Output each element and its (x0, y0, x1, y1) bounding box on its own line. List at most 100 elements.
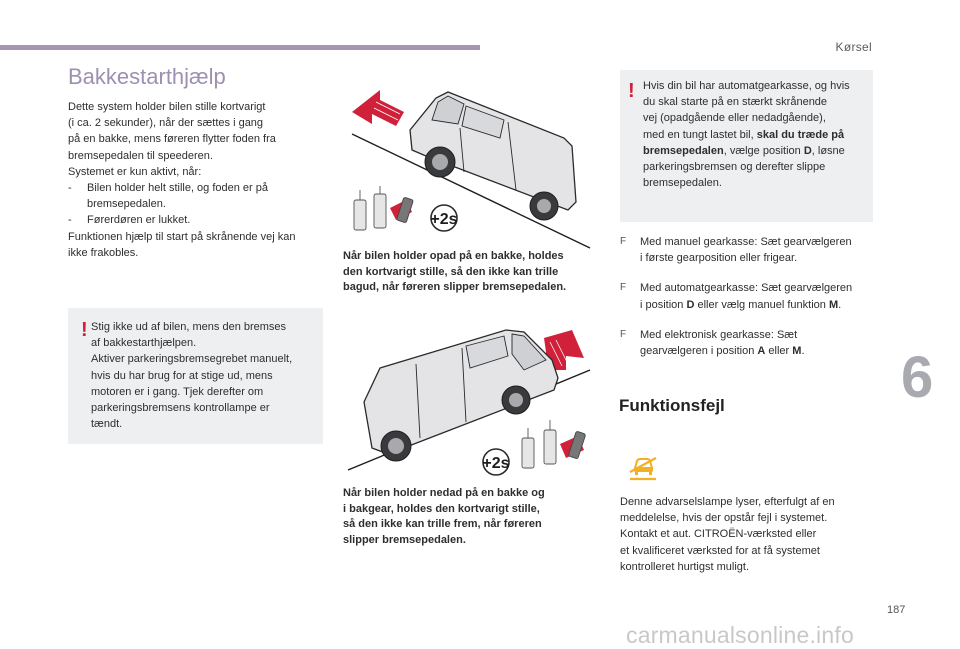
timer-label: +2s (482, 455, 509, 472)
warning-line: parkeringsbremsen og derefter slippe (643, 161, 826, 174)
item-line: gearvælgeren i position A eller M. (640, 343, 880, 359)
warning-segment: , løsne (811, 144, 845, 157)
condition-line: Førerdøren er lukket. (87, 214, 191, 227)
item-segment: . (838, 298, 842, 311)
item-emphasis: M (792, 345, 802, 358)
item-segment: eller (765, 345, 793, 358)
warning-line: motoren er i gang. Tjek derefter om (91, 385, 264, 398)
chapter-number: 6 (901, 345, 934, 410)
item-line: i position D eller vælg manuel funktion … (640, 297, 880, 313)
warning-line: parkeringsbremsens kontrollampe er (91, 402, 270, 415)
malfunction-line: kontrolleret hurtigst muligt. (620, 560, 749, 573)
warning-text: Hvis din bil har automatgearkasse, og hv… (643, 78, 873, 191)
gearbox-item-manual: F Med manuel gearkasse: Sæt gearvælgeren… (620, 234, 880, 266)
warning-line: du skal starte på en stærkt skrånende (643, 96, 828, 109)
bullet-marker: F (620, 236, 627, 247)
item-segment: eller vælg manuel funktion (694, 298, 829, 311)
warning-line: Hvis din bil har automatgearkasse, og hv… (643, 80, 850, 92)
uphill-caption: Når bilen holder opad på en bakke, holde… (343, 249, 603, 296)
hill-start-warning-icon (629, 457, 657, 481)
condition-item: - Førerdøren er lukket. (68, 212, 324, 228)
gearbox-item-automatic: F Med automatgearkasse: Sæt gearvælgeren… (620, 280, 880, 312)
bullet-marker: F (620, 282, 627, 294)
warning-line: bremsepedalen. (643, 177, 722, 190)
item-segment: . (801, 345, 805, 358)
uphill-van-illustration: +2s (351, 90, 591, 249)
van-icon (363, 329, 559, 462)
exclamation-icon: ! (628, 80, 635, 102)
warning-line: med en tungt lastet bil, skal du træde p… (643, 127, 873, 143)
malfunction-text: Denne advarselslampe lyser, efterfulgt a… (620, 494, 880, 575)
intro-text: Dette system holder bilen stille kortvar… (68, 99, 324, 261)
intro-line: på en bakke, mens føreren flytter foden … (68, 133, 276, 146)
malfunction-line: et kvalificeret værksted for at få syste… (620, 544, 820, 557)
condition-item: - Bilen holder helt stille, og foden er … (68, 180, 324, 212)
bullet-marker: F (620, 328, 627, 340)
condition-line: bremsepedalen. (87, 198, 166, 211)
malfunction-heading: Funktionsfejl (619, 396, 725, 415)
malfunction-line: meddelelse, hvis der opstår fejl i syste… (620, 512, 828, 525)
timer-icon: +2s (430, 204, 458, 232)
warning-line: vej (opadgående eller nedadgående), (643, 112, 826, 125)
gearbox-item-electronic: F Med elektronisk gearkasse: Sæt gearvæl… (620, 327, 880, 359)
caption-line: Når bilen holder nedad på en bakke og (343, 487, 545, 499)
watermark: carmanualsonline.info (626, 622, 854, 648)
item-line: Med automatgearkasse: Sæt gearvælgeren (640, 282, 853, 295)
warning-emphasis: skal du træde på (756, 128, 845, 141)
backward-arrow-icon (352, 90, 404, 126)
intro-outro-line: Funktionen hjælp til start på skrånende … (68, 230, 296, 243)
timer-icon: +2s (482, 448, 510, 476)
van-icon (409, 91, 577, 221)
intro-line: (i ca. 2 sekunder), når der sættes i gan… (68, 117, 264, 130)
downhill-van-illustration: +2s (347, 329, 591, 476)
condition-line: Bilen holder helt stille, og foden er på (87, 182, 269, 195)
gearbox-instructions: F Med manuel gearkasse: Sæt gearvælgeren… (620, 234, 880, 359)
item-emphasis: A (757, 345, 766, 358)
warning-segment: , vælge position (723, 144, 804, 157)
dash-marker: - (68, 182, 72, 195)
warning-emphasis: D (803, 144, 812, 157)
caption-line: i bakgear, holdes den kortvarigt stille, (343, 502, 540, 515)
header-accent-bar (0, 45, 480, 50)
caption-line: slipper bremsepedalen. (343, 533, 466, 546)
pedals-icon (353, 186, 414, 231)
warning-segment: med en tungt lastet bil, (643, 128, 757, 141)
caption-line: så den ikke kan trille frem, når føreren (343, 518, 542, 530)
warning-line: bremsepedalen, vælge position D, løsne (643, 143, 873, 159)
forward-arrow-icon (544, 330, 584, 370)
item-segment: gearvælgeren i position (640, 345, 758, 358)
caption-line: Når bilen holder opad på en bakke, holde… (343, 250, 564, 262)
warning-line: hvis du har brug for at stige ud, mens (91, 369, 273, 382)
downhill-caption: Når bilen holder nedad på en bakke og i … (343, 486, 603, 548)
section-label: Kørsel (835, 40, 872, 54)
malfunction-line: Kontakt et aut. CITROËN-værksted eller (620, 528, 817, 541)
pedals-icon (521, 420, 586, 469)
warning-note-right: ! Hvis din bil har automatgearkasse, og … (620, 70, 873, 222)
page-title: Bakkestarthjælp (68, 64, 226, 89)
warning-line: Aktiver parkeringsbremsegrebet manuelt, (91, 353, 293, 366)
item-line: i første gearposition eller frigear. (640, 252, 798, 265)
warning-note-left: ! Stig ikke ud af bilen, mens den bremse… (68, 308, 323, 444)
item-line: Med elektronisk gearkasse: Sæt (640, 328, 798, 341)
caption-line: den kortvarigt stille, så den ikke kan t… (343, 265, 559, 278)
slope-line (351, 133, 591, 249)
item-emphasis: D (686, 298, 695, 311)
item-line: Med manuel gearkasse: Sæt gearvælgeren (640, 236, 852, 248)
dash-marker: - (68, 214, 72, 227)
warning-line: Stig ikke ud af bilen, mens den bremses (91, 321, 287, 333)
intro-line: Systemet er kun aktivt, når: (68, 165, 202, 178)
malfunction-line: Denne advarselslampe lyser, efterfulgt a… (620, 496, 835, 508)
warning-text: Stig ikke ud af bilen, mens den bremses … (91, 319, 319, 432)
item-emphasis: M (828, 298, 839, 311)
intro-line: Dette system holder bilen stille kortvar… (68, 101, 266, 113)
warning-emphasis: bremsepedalen (643, 144, 724, 157)
intro-line: bremsepedalen til speederen. (68, 149, 213, 162)
warning-line: tændt. (91, 418, 123, 431)
caption-line: bagud, når føreren slipper bremsepedalen… (343, 281, 567, 293)
page-number: 187 (887, 604, 906, 616)
exclamation-icon: ! (81, 319, 88, 341)
intro-outro-line: ikke frakobles. (68, 246, 139, 259)
item-segment: i position (640, 298, 687, 311)
timer-label: +2s (430, 211, 457, 228)
warning-line: af bakkestarthjælpen. (91, 337, 197, 350)
